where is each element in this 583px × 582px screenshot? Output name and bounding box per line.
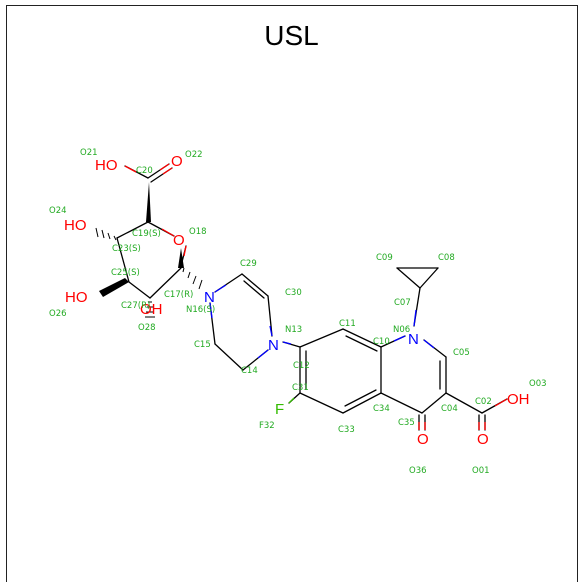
atom-o-ring: O — [173, 232, 185, 249]
idx-n13: N13 — [285, 325, 302, 335]
idx-c19: C19(S) — [132, 229, 161, 239]
atom-f32: F — [275, 401, 284, 418]
idx-c04: C04 — [441, 404, 458, 414]
atom-o-keto-top: O — [171, 153, 183, 170]
atom-n13: N — [268, 337, 279, 354]
idx-c02: C02 — [475, 397, 492, 407]
idx-o28: O28 — [138, 323, 156, 333]
idx-c25: C25(S) — [111, 268, 140, 278]
bond-c07-c09 — [396, 267, 421, 289]
idx-c31: C31 — [292, 383, 309, 393]
idx-c14: C14 — [241, 366, 258, 376]
stereo-wedges — [95, 182, 203, 318]
idx-c35: C35 — [398, 418, 415, 428]
wedge-c17 — [178, 248, 184, 268]
bond-c29-c30 — [241, 273, 269, 297]
bond-c11-c10-dbl — [345, 335, 378, 352]
idx-c33: C33 — [338, 425, 355, 435]
bond-c27-c25 — [128, 281, 151, 299]
idx-o26: O26 — [49, 309, 67, 319]
atom-oh-c27: OH — [140, 301, 163, 318]
idx-c20: C20 — [136, 166, 153, 176]
atom-n16: N — [204, 289, 215, 306]
idx-f32: F32 — [259, 421, 275, 431]
idx-c17: C17(R) — [164, 290, 193, 300]
hash-c23-ho — [95, 227, 117, 241]
atom-ho-c23: HO — [64, 217, 87, 234]
bond-c34-c33-dbl — [344, 389, 377, 407]
bond-c25-c23 — [116, 237, 130, 283]
bond-c30-n13 — [267, 295, 273, 337]
idx-c27: C27(R) — [121, 301, 150, 311]
bond-c04-c02 — [445, 392, 483, 414]
idx-o21: O21 — [80, 148, 98, 158]
atom-o-keto-quin: O — [417, 431, 429, 448]
idx-o03: O03 — [529, 379, 547, 389]
idx-c23: C23(S) — [112, 244, 141, 254]
idx-o36: O36 — [409, 466, 427, 476]
idx-c08: C08 — [438, 253, 455, 263]
idx-c12: C12 — [293, 361, 310, 371]
atom-labels: HO O HO O HO OH N N N F O OH O — [64, 153, 530, 448]
wedge-c25-ho — [99, 278, 129, 297]
atom-n06: N — [408, 331, 419, 348]
idx-o18: O18 — [189, 227, 207, 237]
atom-o-acid-right: O — [477, 431, 489, 448]
idx-c10: C10 — [373, 337, 390, 347]
idx-c07: C07 — [394, 298, 411, 308]
hash-c27-oh — [145, 301, 155, 318]
bond-c04-c35 — [421, 392, 447, 414]
idx-c29: C29 — [240, 259, 257, 269]
idx-o22: O22 — [185, 150, 203, 160]
atom-ho-acid-top: HO — [95, 157, 118, 174]
idx-c30: C30 — [285, 288, 302, 298]
bond-c35-c34 — [380, 392, 423, 414]
bond-c23-c19 — [116, 221, 149, 239]
idx-c34: C34 — [373, 404, 390, 414]
index-labels: O21 C20 O22 O24 C19(S) O18 C23(S) C25(S)… — [49, 148, 547, 476]
idx-c05: C05 — [453, 348, 470, 358]
bond-c08-c07 — [419, 267, 439, 289]
wedge-c19-c20 — [146, 182, 151, 222]
idx-o24: O24 — [49, 206, 67, 216]
idx-c09: C09 — [376, 253, 393, 263]
hash-c17-n16 — [182, 267, 203, 290]
bond-c12-c11 — [299, 328, 344, 348]
bond-c34-c33 — [342, 392, 382, 414]
atom-ho-c25: HO — [65, 289, 88, 306]
idx-c11: C11 — [339, 319, 356, 329]
idx-c15: C15 — [194, 340, 211, 350]
molecule-title: USL — [264, 20, 319, 51]
idx-n06: N06 — [393, 325, 410, 335]
idx-o01: O01 — [472, 466, 490, 476]
bond-c33-c31 — [299, 392, 344, 414]
colored-bond-segments — [124, 163, 508, 430]
bond-c17-c27 — [149, 267, 182, 299]
bond-c29-c30-dbl — [243, 280, 265, 299]
atom-oh-acid-right: OH — [507, 391, 530, 408]
bond-c11-c10 — [342, 328, 382, 348]
idx-n16: N16(S) — [186, 305, 215, 315]
bond-c14-c15 — [214, 343, 244, 371]
